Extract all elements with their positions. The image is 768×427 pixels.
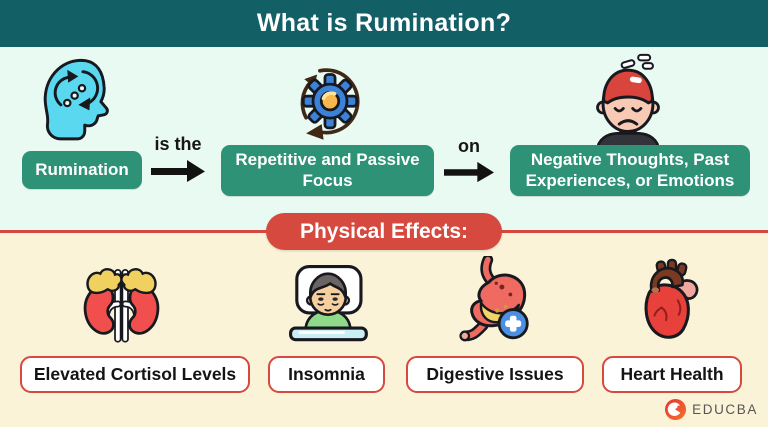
rumination-head-icon — [32, 57, 132, 149]
step-button-rumination: Rumination — [22, 151, 142, 189]
step-button-repetitive-focus: Repetitive and Passive Focus — [221, 145, 434, 196]
effects-heading: Physical Effects: — [299, 219, 469, 243]
gear-cycle-icon — [282, 57, 378, 149]
brand-footer: EDUCBA — [664, 398, 758, 421]
effect-label-text: Digestive Issues — [426, 364, 564, 384]
effect-label-insomnia: Insomnia — [268, 356, 385, 393]
step-label: Negative Thoughts, Past Experiences, or … — [525, 150, 735, 190]
effect-label-text: Heart Health — [620, 364, 724, 384]
effect-label-text: Insomnia — [288, 364, 365, 384]
effect-label-heart: Heart Health — [602, 356, 742, 393]
step-label: Rumination — [35, 159, 129, 179]
kidneys-adrenal-icon — [74, 258, 169, 350]
effect-label-text: Elevated Cortisol Levels — [33, 364, 237, 384]
page-title: What is Rumination? — [256, 9, 512, 37]
educba-logo-icon — [664, 398, 687, 421]
connector-text-on: on — [458, 136, 480, 156]
step-button-negative-thoughts: Negative Thoughts, Past Experiences, or … — [510, 145, 750, 196]
sad-person-icon — [577, 53, 679, 150]
effect-label-digestive: Digestive Issues — [406, 356, 584, 393]
header-banner: What is Rumination? — [0, 0, 768, 47]
arrow-right-icon — [444, 161, 494, 183]
effects-heading-banner: Physical Effects: — [266, 213, 502, 250]
step-label: Repetitive and Passive Focus — [235, 150, 420, 190]
heart-icon — [622, 258, 712, 350]
arrow-right-icon — [151, 160, 205, 182]
connector-text-is-the: is the — [154, 134, 202, 154]
effect-label-cortisol: Elevated Cortisol Levels — [20, 356, 250, 393]
brand-name: EDUCBA — [692, 402, 758, 417]
insomnia-icon — [279, 258, 377, 350]
stomach-icon — [445, 256, 540, 350]
